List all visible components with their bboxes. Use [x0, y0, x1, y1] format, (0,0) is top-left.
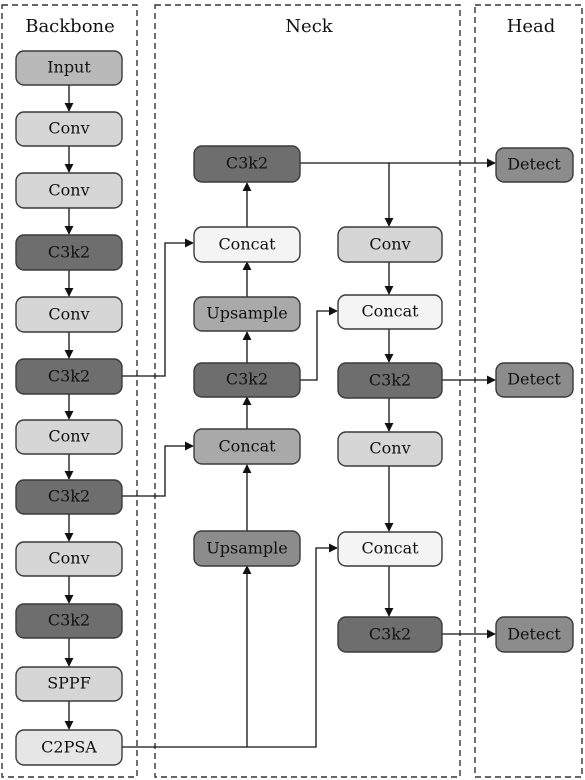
edge-skip-to-concat-b [122, 441, 194, 497]
backbone-conv-node: Conv [15, 296, 123, 333]
backbone-c3k2-node: C3k2 [15, 358, 123, 395]
node-box [15, 603, 123, 639]
node-label: C3k2 [48, 243, 90, 262]
node-box [15, 172, 123, 209]
node-box [495, 616, 574, 653]
node-label: Upsample [206, 539, 287, 558]
node-box [193, 145, 301, 183]
edge-c3k2-mid-concat-r1 [300, 306, 338, 381]
edge-to-concat-r2 [247, 543, 338, 748]
neck-conv-r1-node: Conv [337, 226, 443, 263]
neck-upsample-b-node: Upsample [193, 530, 301, 567]
backbone-conv-node: Conv [15, 111, 123, 147]
neck-c3k2-r2-node: C3k2 [337, 616, 443, 653]
neck-concat-a-node: Concat [193, 226, 301, 263]
neck-concat-r2-node: Concat [337, 531, 443, 567]
node-box [15, 666, 123, 702]
neck-c3k2-mid-node: C3k2 [193, 362, 301, 398]
node-box [495, 147, 574, 183]
node-box [495, 362, 574, 398]
node-label: C3k2 [226, 154, 268, 173]
node-box [15, 479, 123, 515]
node-label: Concat [361, 302, 419, 321]
node-box [337, 294, 443, 330]
node-box [15, 296, 123, 333]
nodes: Input Conv Conv C3k2 Conv C3k2 Conv C3k [15, 50, 574, 766]
neck-c3k2-top-node: C3k2 [193, 145, 301, 183]
head-detect-node: Detect [495, 362, 574, 398]
backbone-input-node: Input [15, 50, 123, 86]
node-box [15, 541, 123, 577]
node-box [193, 296, 301, 332]
node-label: C3k2 [369, 371, 411, 390]
node-box [15, 358, 123, 395]
node-label: Detect [507, 625, 561, 644]
neck-concat-r1-node: Concat [337, 294, 443, 330]
node-label: Concat [218, 437, 276, 456]
node-box [193, 428, 301, 465]
node-label: Conv [369, 235, 410, 254]
neck-conv-r2-node: Conv [337, 431, 443, 467]
node-box [15, 419, 123, 455]
node-box [15, 234, 123, 271]
backbone-c3k2-node: C3k2 [15, 603, 123, 639]
neck-title: Neck [285, 16, 333, 37]
node-label: Conv [48, 427, 89, 446]
node-box [193, 362, 301, 398]
neck-upsample-a-node: Upsample [193, 296, 301, 332]
node-label: Conv [48, 305, 89, 324]
node-box [337, 431, 443, 467]
node-box [15, 111, 123, 147]
node-label: Input [47, 58, 91, 77]
node-box [337, 362, 443, 399]
backbone-conv-node: Conv [15, 172, 123, 209]
backbone-conv-node: Conv [15, 419, 123, 455]
node-label: Conv [48, 181, 89, 200]
node-box [337, 616, 443, 653]
connections [64, 85, 496, 748]
edge-skip-to-concat-a [122, 238, 194, 377]
backbone-sppf-node: SPPF [15, 666, 123, 702]
node-box [337, 531, 443, 567]
node-label: C3k2 [48, 367, 90, 386]
node-label: Detect [507, 370, 561, 389]
backbone-c2psa-node: C2PSA [15, 729, 123, 766]
node-label: Conv [48, 119, 89, 138]
node-box [15, 729, 123, 766]
node-label: Upsample [206, 304, 287, 323]
node-box [193, 530, 301, 567]
backbone-section [1, 4, 138, 778]
backbone-title: Backbone [25, 16, 115, 37]
node-box [193, 226, 301, 263]
node-box [15, 50, 123, 86]
head-section [474, 4, 583, 778]
node-label: C3k2 [48, 611, 90, 630]
node-label: SPPF [47, 674, 91, 693]
neck-c3k2-r1-node: C3k2 [337, 362, 443, 399]
node-label: Conv [48, 549, 89, 568]
head-detect-node: Detect [495, 147, 574, 183]
head-detect-node: Detect [495, 616, 574, 653]
node-label: C3k2 [226, 370, 268, 389]
backbone-c3k2-node: C3k2 [15, 234, 123, 271]
backbone-conv-node: Conv [15, 541, 123, 577]
node-box [337, 226, 443, 263]
node-label: C3k2 [369, 625, 411, 644]
node-label: C2PSA [41, 738, 97, 757]
node-label: Conv [369, 439, 410, 458]
backbone-c3k2-node: C3k2 [15, 479, 123, 515]
node-label: Concat [361, 539, 419, 558]
head-title: Head [507, 16, 556, 37]
node-label: Detect [507, 155, 561, 174]
neck-concat-b-node: Concat [193, 428, 301, 465]
node-label: Concat [218, 235, 276, 254]
neck-section [154, 4, 461, 778]
node-label: C3k2 [48, 487, 90, 506]
